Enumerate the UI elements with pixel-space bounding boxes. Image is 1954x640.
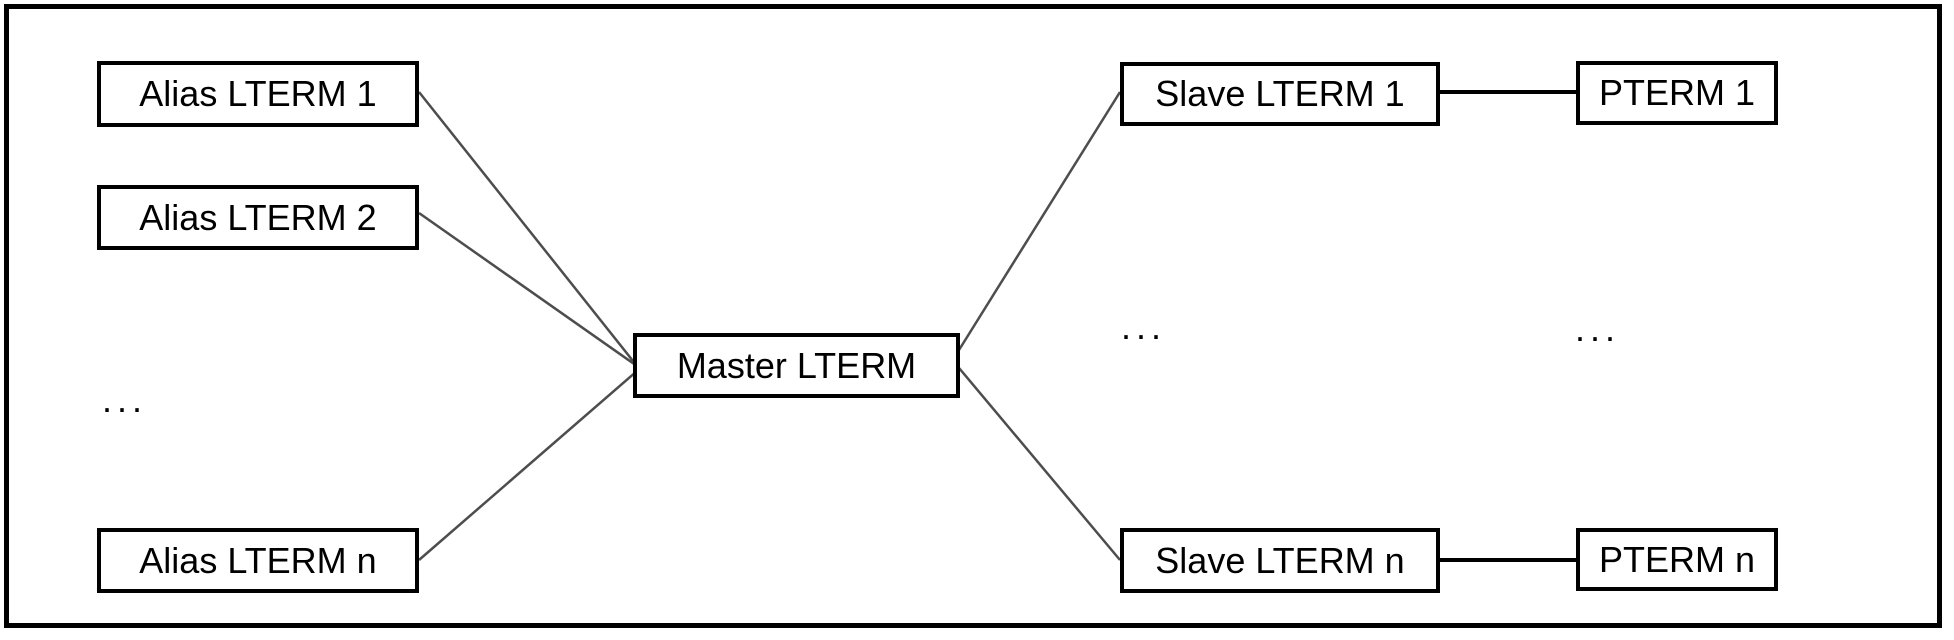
alias-column-ellipsis: ... bbox=[102, 379, 148, 420]
node-alias-lterm-2: Alias LTERM 2 bbox=[97, 185, 419, 250]
node-slave-lterm-n-label: Slave LTERM n bbox=[1155, 539, 1405, 581]
edge-alias1-master bbox=[418, 91, 638, 367]
node-slave-lterm-1-label: Slave LTERM 1 bbox=[1155, 73, 1405, 114]
node-alias-lterm-n-label: Alias LTERM n bbox=[139, 539, 377, 581]
slave-column-ellipsis: ... bbox=[1121, 306, 1167, 347]
edge-master-slave1 bbox=[952, 91, 1122, 359]
edge-master-slaven bbox=[953, 361, 1121, 561]
node-alias-lterm-1: Alias LTERM 1 bbox=[97, 61, 419, 127]
node-alias-lterm-n: Alias LTERM n bbox=[97, 528, 419, 593]
node-pterm-n: PTERM n bbox=[1576, 528, 1778, 591]
pterm-column-ellipsis: ... bbox=[1575, 308, 1621, 349]
edge-aliasn-master bbox=[418, 370, 638, 561]
edge-alias2-master bbox=[418, 211, 638, 368]
node-master-lterm-label: Master LTERM bbox=[676, 344, 917, 386]
node-alias-lterm-1-label: Alias LTERM 1 bbox=[139, 73, 377, 114]
node-alias-lterm-2-label: Alias LTERM 2 bbox=[139, 196, 377, 238]
node-slave-lterm-1: Slave LTERM 1 bbox=[1120, 62, 1440, 126]
node-pterm-1: PTERM 1 bbox=[1576, 61, 1778, 125]
node-pterm-n-label: PTERM n bbox=[1598, 538, 1756, 580]
node-pterm-1-label: PTERM 1 bbox=[1598, 72, 1756, 113]
diagram-outer-border bbox=[4, 4, 1942, 628]
node-master-lterm: Master LTERM bbox=[633, 333, 960, 398]
node-slave-lterm-n: Slave LTERM n bbox=[1120, 528, 1440, 593]
